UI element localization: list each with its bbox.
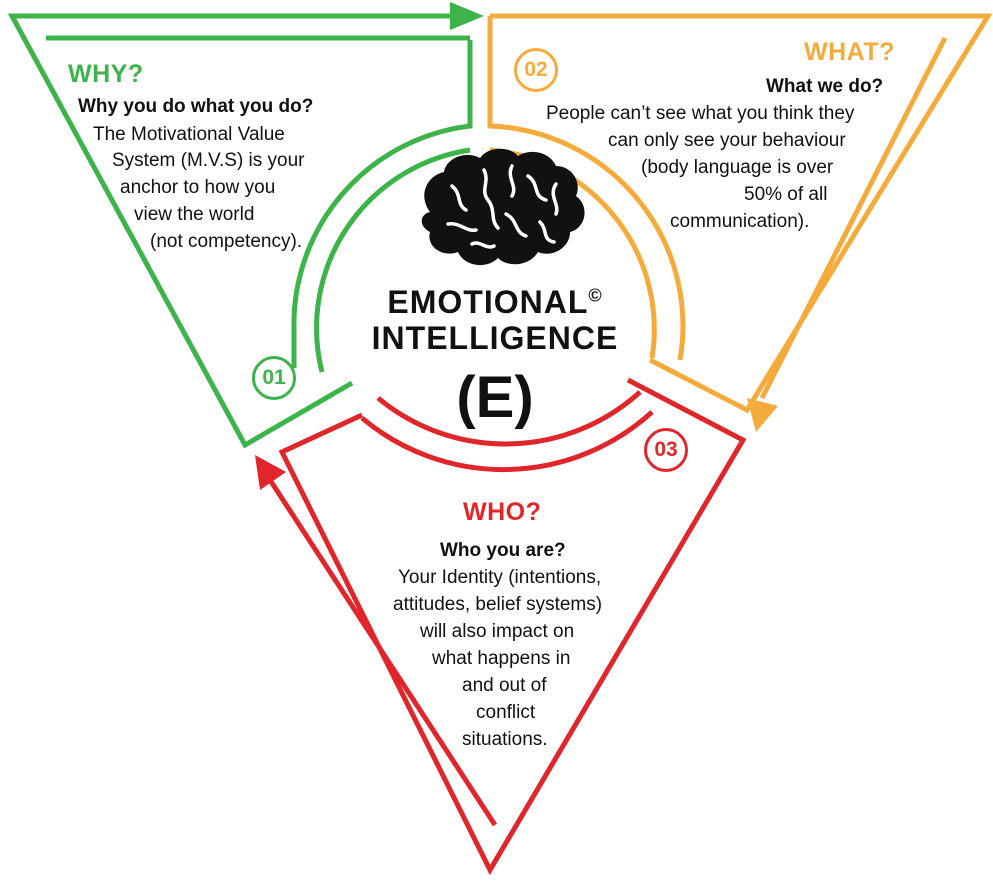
copyright-mark: © [588, 285, 603, 306]
who-line-4: what happens in [432, 648, 571, 669]
center-title-line1: EMOTIONAL© [330, 284, 660, 321]
why-question: Why you do what you do? [78, 96, 314, 117]
who-heading: WHO? [463, 498, 542, 526]
why-line-4: view the world [134, 204, 255, 225]
who-line-3: will also impact on [420, 621, 575, 642]
who-line-7: situations. [462, 729, 548, 750]
why-outer-outline [7, 13, 460, 449]
who-line-6: conflict [476, 702, 536, 723]
why-line-3: anchor to how you [120, 177, 276, 198]
why-inner-arc [291, 40, 473, 368]
who-arrow-shaft [267, 478, 498, 827]
why-number-badge: 01 [252, 356, 296, 400]
why-heading: WHY? [68, 60, 144, 88]
what-arrow-shaft [759, 36, 948, 400]
what-outer-outline [490, 13, 993, 414]
who-number-badge: 03 [644, 428, 688, 472]
center-title-emotional: EMOTIONAL [387, 284, 589, 320]
what-number-badge: 02 [514, 48, 558, 92]
what-line-4: 50% of all [744, 184, 828, 205]
who-arc-tail [360, 410, 654, 473]
why-line-1: The Motivational Value [93, 124, 285, 145]
who-outer-outline [278, 377, 747, 876]
who-line-2: attitudes, belief systems) [393, 594, 603, 615]
what-line-2: can only see your behaviour [608, 130, 846, 151]
who-line-5: and out of [462, 675, 547, 696]
center-symbol: (E) [456, 365, 534, 430]
center-title-line2: INTELLIGENCE [371, 320, 619, 356]
who-triangle [267, 377, 747, 876]
what-arrowhead [747, 398, 778, 432]
what-inner-arc [487, 16, 686, 361]
what-heading: WHAT? [804, 38, 895, 66]
who-arrowhead [255, 455, 286, 490]
what-line-5: communication). [670, 211, 810, 232]
who-inner-arc [376, 390, 642, 447]
why-line-2: System (M.V.S) is your [112, 150, 305, 171]
why-line-5: (not competency). [150, 231, 303, 252]
who-question: Who you are? [440, 540, 566, 561]
what-line-3: (body language is over [641, 157, 834, 178]
what-line-1: People can’t see what you think they [546, 103, 855, 124]
why-arrowhead [450, 2, 484, 30]
what-triangle [487, 13, 993, 414]
what-question: What we do? [766, 76, 884, 97]
brain-icon [421, 148, 585, 266]
why-arc-tail [314, 147, 471, 373]
who-line-1: Your Identity (intentions, [398, 567, 602, 588]
why-triangle [7, 13, 473, 449]
